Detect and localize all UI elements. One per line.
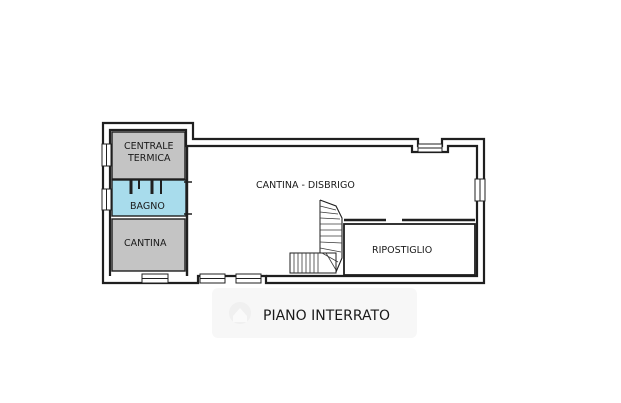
windows bbox=[101, 143, 486, 284]
inner-walls bbox=[184, 146, 476, 276]
label-cantina-disbrigo: CANTINA - DISBRIGO bbox=[256, 180, 355, 191]
room-cantina bbox=[111, 218, 186, 272]
room-bagno bbox=[111, 179, 187, 217]
label-centrale-termica-line1: CENTRALE bbox=[124, 141, 174, 152]
plan-title: PIANO INTERRATO bbox=[263, 308, 390, 324]
label-centrale-termica-line2: TERMICA bbox=[127, 153, 171, 164]
label-cantina: CANTINA bbox=[124, 238, 167, 249]
room-centrale-termica bbox=[111, 131, 186, 180]
staircase bbox=[289, 199, 343, 274]
label-ripostiglio: RIPOSTIGLIO bbox=[372, 245, 432, 256]
label-bagno: BAGNO bbox=[130, 201, 165, 212]
watermark-logo bbox=[212, 288, 417, 338]
